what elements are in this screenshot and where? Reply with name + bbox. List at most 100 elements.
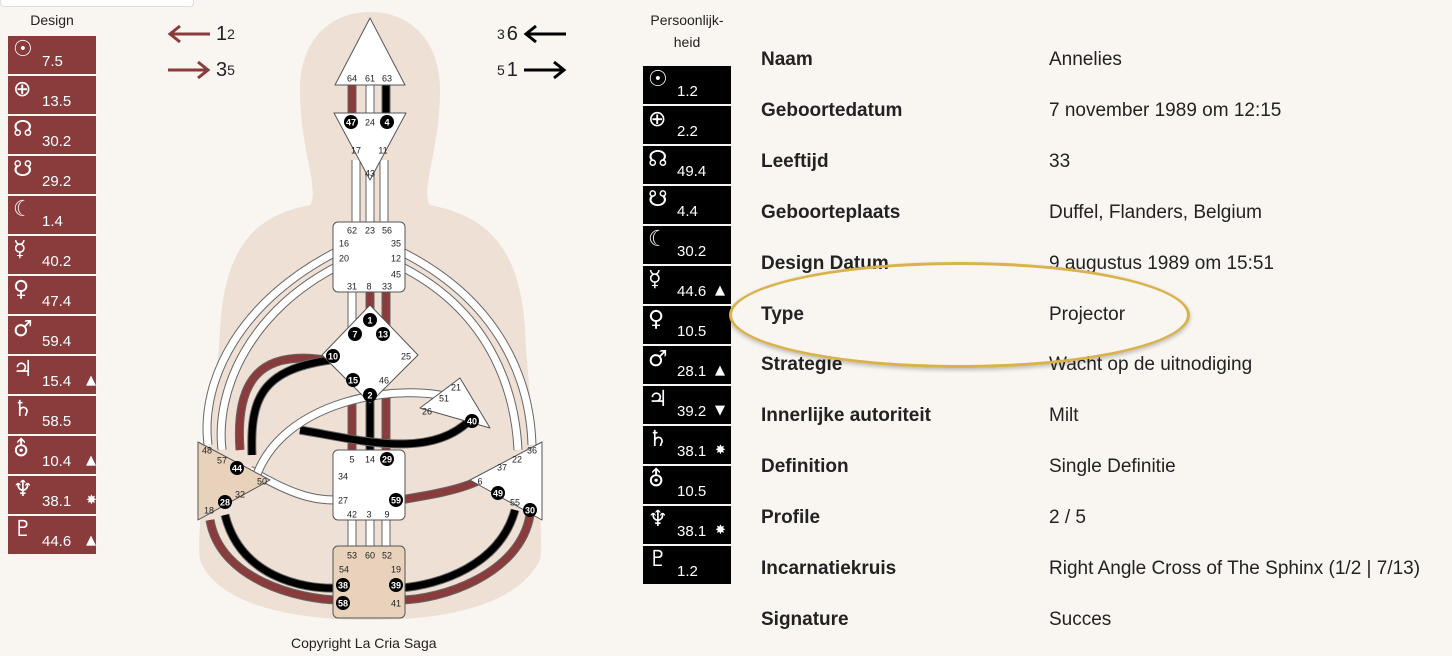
channel-fill bbox=[399, 509, 519, 592]
gate-label: 60 bbox=[365, 551, 375, 561]
right-arrow-icon bbox=[168, 60, 211, 80]
planet-row[interactable]: ♆38.1✸ bbox=[8, 476, 97, 514]
gate-marker bbox=[218, 495, 232, 509]
saturn-icon: ♄ bbox=[648, 427, 668, 452]
planet-row[interactable]: ☉1.2 bbox=[643, 66, 731, 104]
type-highlight-ellipse bbox=[729, 262, 1190, 368]
planet-value: 10.5 bbox=[677, 323, 707, 340]
planet-row[interactable]: ⛢10.5 bbox=[643, 466, 731, 504]
gate-label: 16 bbox=[339, 239, 349, 249]
planet-row[interactable]: ⛢10.4▲ bbox=[8, 436, 96, 474]
gate-label: 40 bbox=[467, 417, 477, 427]
planet-marker-icon: ▲ bbox=[86, 533, 96, 548]
gate-marker bbox=[389, 578, 403, 592]
earth-icon: ⊕ bbox=[648, 107, 667, 132]
planet-row[interactable]: ♀10.5 bbox=[643, 306, 731, 344]
planet-row[interactable]: ☾30.2 bbox=[643, 226, 731, 264]
info-label: Geboortedatum bbox=[761, 99, 903, 121]
gate-label: 63 bbox=[382, 74, 392, 84]
planet-row[interactable]: ☿ 40.2 bbox=[8, 236, 96, 274]
gate-label: 50 bbox=[257, 477, 267, 487]
gate-label: 53 bbox=[347, 551, 357, 561]
info-value: Single Definitie bbox=[1049, 456, 1176, 478]
planet-row[interactable]: ♂28.1▲ bbox=[643, 346, 731, 384]
gate-label: 31 bbox=[347, 282, 357, 292]
gate-label: 58 bbox=[338, 599, 348, 609]
gate-marker bbox=[336, 578, 350, 592]
planet-row[interactable]: ♄ 38.1 ✸ bbox=[643, 426, 731, 464]
gate-label: 55 bbox=[510, 498, 520, 508]
gate-label: 11 bbox=[378, 146, 387, 156]
planet-row[interactable]: ♇44.6▲ bbox=[8, 516, 96, 554]
personality-column-title: Persoonlijk- heid bbox=[643, 9, 731, 53]
planet-row[interactable]: ♃15.4▲ bbox=[8, 356, 96, 394]
planet-value: 2.2 bbox=[677, 123, 698, 140]
info-label: Geboorteplaats bbox=[761, 201, 901, 223]
gate-label: 4 bbox=[384, 118, 389, 128]
planet-value: 38.1 bbox=[677, 443, 707, 460]
gate-label: 44 bbox=[232, 464, 242, 474]
uranus-icon: ⛢ bbox=[648, 467, 665, 492]
planet-value: 7.5 bbox=[42, 53, 63, 70]
gate-label: 22 bbox=[512, 455, 522, 465]
planet-row[interactable]: ⊕13.5 bbox=[8, 76, 96, 114]
planet-value: 30.2 bbox=[677, 243, 707, 260]
planet-row[interactable]: ☿44.6▲ bbox=[643, 266, 731, 304]
info-label: Signature bbox=[761, 608, 849, 630]
gate-label: 39 bbox=[391, 581, 401, 591]
channel-fill bbox=[396, 261, 522, 451]
planet-row[interactable]: ♇1.2 bbox=[643, 546, 731, 584]
planet-row[interactable]: ♃39.2▼ bbox=[643, 386, 731, 424]
pers-arrow-bottom-sub: 5 bbox=[497, 62, 505, 78]
channel-fill bbox=[217, 261, 342, 451]
planet-value: 1.2 bbox=[677, 563, 698, 580]
planet-row[interactable]: ☾1.4 bbox=[8, 196, 96, 234]
gate-label: 38 bbox=[338, 581, 348, 591]
gate-marker bbox=[336, 596, 350, 610]
info-label: Innerlijke autoriteit bbox=[761, 405, 931, 427]
gate-label: 61 bbox=[365, 74, 375, 84]
channel-fill bbox=[299, 417, 473, 448]
sun-icon: ☉ bbox=[648, 67, 668, 92]
info-value: 9 augustus 1989 om 15:51 bbox=[1049, 252, 1275, 274]
planet-value: 30.2 bbox=[42, 133, 72, 150]
gate-label: 19 bbox=[391, 565, 401, 575]
info-value: Milt bbox=[1049, 405, 1079, 427]
design-planet-list: ☉7.5⊕13.5☊30.2☋29.2☾1.4 ☿ 40.2 ♀47.4♂59.4♃1… bbox=[8, 36, 97, 556]
top-tab-edge bbox=[0, 0, 194, 7]
planet-row[interactable]: ♀47.4 bbox=[8, 276, 96, 314]
planet-marker-icon: ✸ bbox=[86, 493, 97, 508]
gate-label: 48 bbox=[202, 446, 212, 456]
planet-value: 28.1 bbox=[677, 363, 707, 380]
mercury-icon: ☿ bbox=[13, 237, 27, 262]
planet-row[interactable]: ♄58.5 bbox=[8, 396, 96, 434]
info-row: Innerlijke autoriteit Milt bbox=[761, 396, 1441, 447]
info-label: Naam bbox=[761, 49, 813, 70]
gate-label: 23 bbox=[365, 226, 375, 236]
planet-row[interactable]: ☋29.2 bbox=[8, 156, 96, 194]
earth-icon: ⊕ bbox=[13, 77, 32, 102]
pers-arrow-top-sub: 3 bbox=[497, 26, 505, 42]
gate-marker bbox=[348, 327, 362, 341]
planet-row[interactable]: ♂59.4 bbox=[8, 316, 96, 354]
pluto-icon: ♇ bbox=[13, 517, 33, 542]
planet-row[interactable]: ☊30.2 bbox=[8, 116, 96, 154]
planet-row[interactable]: ⊕ 2.2 bbox=[643, 106, 731, 144]
head-center bbox=[334, 17, 406, 86]
planet-row[interactable]: ☊49.4 bbox=[643, 146, 731, 184]
planet-value: 38.1 bbox=[42, 493, 72, 510]
planet-marker-icon: ✸ bbox=[715, 443, 726, 458]
planet-row[interactable]: ☋4.4 bbox=[643, 186, 731, 224]
design-arrow-top-value: 1 bbox=[216, 23, 228, 45]
gate-label: 17 bbox=[351, 146, 361, 156]
info-value: Annelies bbox=[1049, 49, 1122, 70]
planet-value: 40.2 bbox=[42, 253, 72, 270]
planet-row[interactable]: ♆38.1✸ bbox=[643, 506, 731, 544]
planet-row[interactable]: ☉7.5 bbox=[8, 36, 96, 74]
